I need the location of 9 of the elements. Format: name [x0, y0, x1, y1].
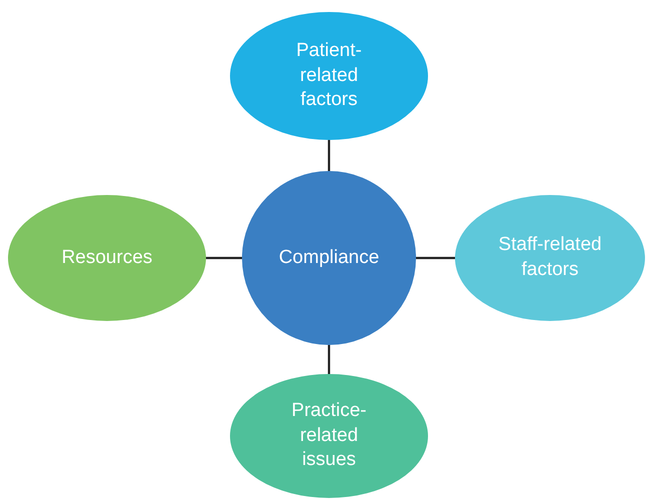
connector-line	[328, 345, 330, 374]
node-label: Patient-related factors	[295, 38, 363, 112]
node-label: Staff-related factors	[497, 233, 603, 282]
node-label: Resources	[62, 246, 152, 270]
node-label: Compliance	[278, 246, 380, 270]
connector-line	[416, 256, 455, 260]
connector-line	[206, 256, 242, 260]
node-label: Practice-related issues	[290, 398, 368, 472]
connector-line	[328, 140, 330, 171]
